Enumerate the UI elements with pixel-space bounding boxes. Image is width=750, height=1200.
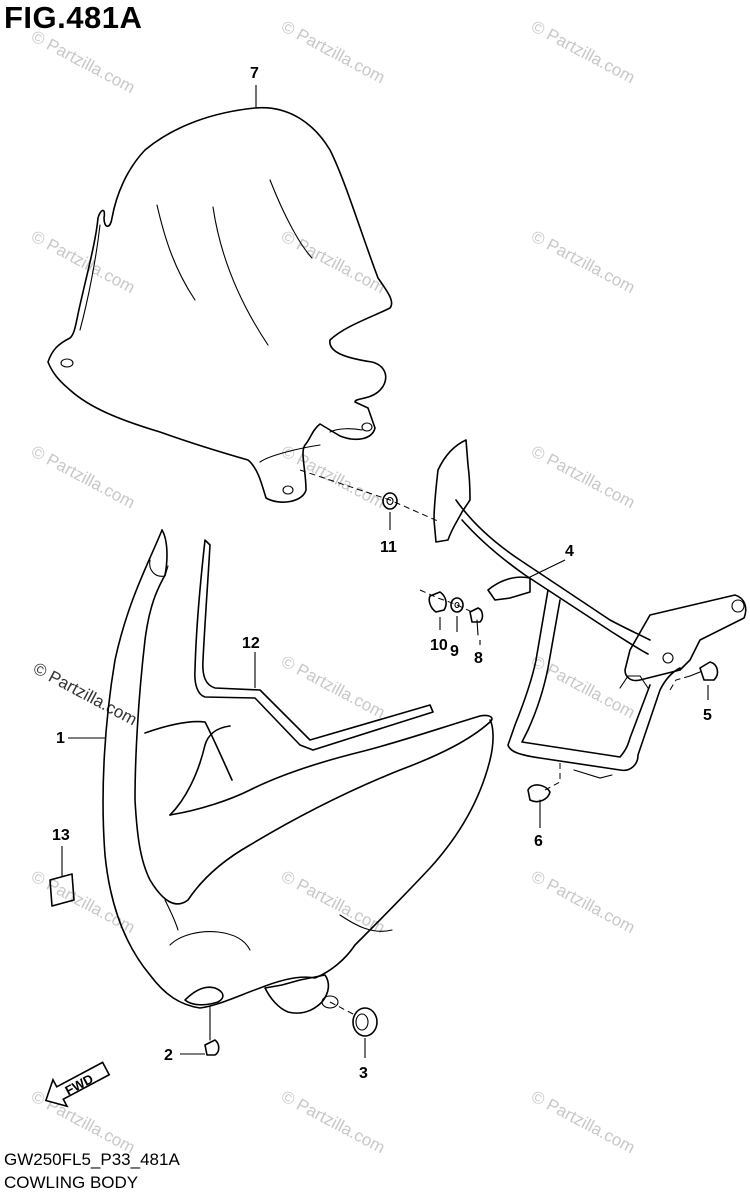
watermark: © Partzilla.com — [278, 1087, 388, 1158]
callout-3: 3 — [359, 1065, 368, 1082]
callout-10: 10 — [430, 637, 448, 654]
watermark: © Partzilla.com — [528, 867, 638, 938]
callout-4: 4 — [565, 543, 574, 560]
clip-part-13 — [49, 873, 75, 907]
collar-part-10 — [428, 591, 447, 613]
watermark: © Partzilla.com — [278, 867, 388, 938]
bolt-part-8 — [469, 607, 484, 636]
watermark: © Partzilla.com — [278, 652, 388, 723]
fwd-label: FWD — [62, 1071, 95, 1098]
screw-part-2 — [204, 1009, 220, 1056]
callout-12: 12 — [242, 635, 260, 652]
cowling-part-1 — [102, 529, 494, 1014]
callout-11: 11 — [380, 539, 397, 556]
windscreen-part-7 — [47, 106, 393, 503]
watermark-layer: © Partzilla.com © Partzilla.com © Partzi… — [28, 17, 638, 1158]
callout-13: 13 — [52, 827, 70, 844]
bracket-part-4 — [433, 439, 747, 779]
washer-part-9 — [450, 597, 464, 613]
grommet-part-11 — [382, 492, 398, 510]
callout-labels: 7 11 4 10 9 8 12 5 1 6 13 2 3 — [52, 65, 712, 1082]
watermark: © Partzilla.com — [528, 227, 638, 298]
callout-8: 8 — [474, 650, 483, 667]
rivet-part-6 — [527, 784, 551, 813]
callout-1: 1 — [56, 730, 65, 747]
leader-lines — [61, 85, 709, 1058]
watermark: © Partzilla.com — [28, 1087, 138, 1158]
watermark: © Partzilla.com — [528, 442, 638, 513]
grommet-part-3 — [352, 1007, 378, 1037]
watermark-dark: © Partzilla.com — [30, 659, 140, 730]
figure-code: GW250FL5_P33_481A — [4, 1150, 180, 1169]
assembly-lines — [209, 469, 691, 1016]
watermark: © Partzilla.com — [528, 1087, 638, 1158]
figure-name: COWLING BODY — [4, 1173, 139, 1192]
watermark: © Partzilla.com — [28, 27, 138, 98]
callout-5: 5 — [703, 707, 712, 724]
watermark: © Partzilla.com — [28, 227, 138, 298]
watermark: © Partzilla.com — [528, 17, 638, 88]
bolt-part-5 — [689, 661, 719, 681]
watermark: © Partzilla.com — [278, 442, 388, 513]
watermark: © Partzilla.com — [278, 17, 388, 88]
figure-title: FIG.481A — [4, 0, 143, 35]
callout-9: 9 — [450, 643, 459, 660]
watermark: © Partzilla.com — [528, 652, 638, 723]
trim-strip-part-12 — [194, 539, 434, 751]
watermark: © Partzilla.com — [28, 442, 138, 513]
callout-7: 7 — [250, 65, 259, 82]
callout-2: 2 — [164, 1047, 173, 1064]
callout-6: 6 — [534, 833, 543, 850]
